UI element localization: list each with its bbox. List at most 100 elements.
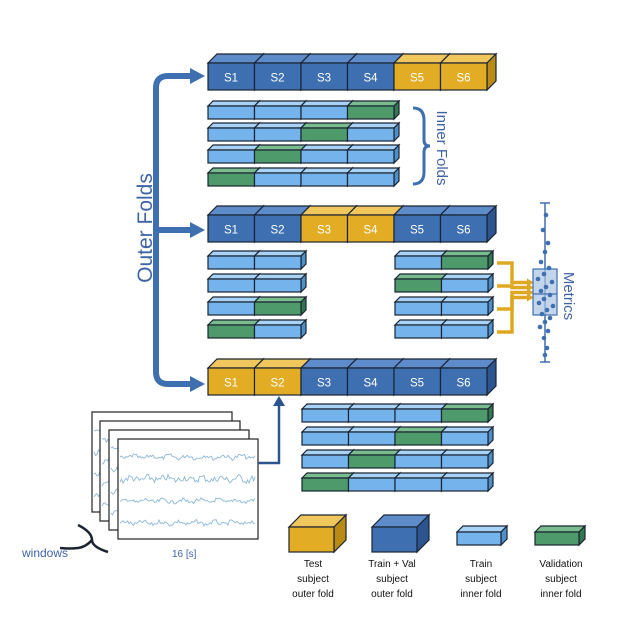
duration-label: 16 [s] bbox=[172, 549, 197, 560]
subject-label: S2 bbox=[270, 225, 284, 237]
inner-fold-group bbox=[300, 402, 495, 493]
arrow-head-icon bbox=[190, 222, 205, 238]
metric-point bbox=[538, 259, 544, 265]
subject-label: S6 bbox=[456, 225, 470, 237]
eeg-window bbox=[117, 438, 259, 540]
inner-fold-row bbox=[206, 249, 308, 271]
inner-fold-group bbox=[206, 249, 308, 340]
inner-fold-cell bbox=[253, 318, 308, 340]
legend-swatch bbox=[455, 524, 509, 547]
subject-label: S3 bbox=[317, 225, 331, 237]
inner-fold-row bbox=[206, 143, 401, 165]
inner-fold-cell bbox=[206, 249, 261, 271]
windows-brace-icon bbox=[59, 523, 109, 554]
outer-fold-cell: S6 bbox=[439, 357, 498, 397]
arrow-head-icon bbox=[190, 68, 205, 84]
arrow-head-icon bbox=[273, 396, 285, 406]
legend-label: Train + Val bbox=[368, 559, 416, 570]
connector-line bbox=[497, 295, 530, 334]
inner-fold-cell bbox=[253, 166, 308, 188]
legend-label: outer fold bbox=[292, 589, 334, 600]
outer-fold-cell: S6 bbox=[439, 204, 498, 244]
windows-to-subject-arrow bbox=[258, 404, 281, 465]
metric-point bbox=[542, 319, 548, 325]
inner-fold-cell bbox=[300, 448, 355, 470]
inner-fold-cell bbox=[440, 272, 495, 294]
inner-fold-cell bbox=[346, 121, 401, 143]
metric-point bbox=[545, 240, 551, 246]
subject-label: S4 bbox=[363, 225, 378, 237]
windows-label: windows bbox=[21, 546, 68, 560]
inner-fold-cell bbox=[206, 121, 261, 143]
inner-folds-label: Inner Folds bbox=[433, 110, 450, 185]
inner-fold-cell bbox=[253, 121, 308, 143]
inner-fold-row bbox=[206, 99, 401, 121]
inner-fold-cell bbox=[300, 402, 355, 424]
metric-point bbox=[537, 324, 543, 330]
subject-label: S2 bbox=[270, 73, 284, 85]
inner-fold-row bbox=[300, 425, 495, 447]
inner-fold-cell bbox=[440, 318, 495, 340]
subject-label: S1 bbox=[224, 378, 238, 390]
metric-point bbox=[544, 345, 550, 351]
inner-fold-row bbox=[206, 295, 308, 317]
metric-point bbox=[550, 303, 556, 309]
subject-label: S2 bbox=[270, 378, 284, 390]
outer-folds-arrows bbox=[153, 68, 431, 392]
subject-label: S4 bbox=[363, 73, 378, 85]
subject-label: S4 bbox=[363, 378, 378, 390]
eeg-trace bbox=[119, 496, 256, 505]
inner-fold-cell bbox=[206, 295, 261, 317]
inner-fold-cell bbox=[347, 402, 402, 424]
metric-point bbox=[547, 315, 553, 321]
inner-fold-row bbox=[300, 402, 495, 424]
inner-fold-row bbox=[300, 471, 495, 493]
connector-line bbox=[497, 261, 530, 285]
inner-fold-cell bbox=[440, 425, 495, 447]
inner-folds-brace-icon bbox=[412, 106, 431, 186]
inner-fold-cell bbox=[206, 99, 261, 121]
inner-fold-row bbox=[393, 318, 495, 340]
legend-label: subject bbox=[545, 574, 577, 585]
inner-fold-row bbox=[206, 121, 401, 143]
inner-fold-row bbox=[206, 272, 308, 294]
eeg-windows bbox=[59, 396, 285, 554]
legend-label: Validation bbox=[539, 559, 582, 570]
arrow-head-icon bbox=[190, 376, 205, 392]
metric-point bbox=[536, 300, 542, 306]
inner-fold-row bbox=[206, 166, 401, 188]
inner-fold-cell bbox=[206, 272, 261, 294]
legend-label: Train bbox=[470, 559, 492, 570]
legend-label: Test bbox=[304, 559, 323, 570]
inner-fold-cell bbox=[206, 143, 261, 165]
subject-label: S5 bbox=[410, 378, 424, 390]
subject-label: S6 bbox=[456, 73, 470, 85]
inner-fold-cell bbox=[393, 318, 448, 340]
legend-label: inner fold bbox=[540, 589, 581, 600]
inner-fold-cell bbox=[440, 249, 495, 271]
inner-fold-cell bbox=[393, 402, 448, 424]
metric-connectors bbox=[497, 261, 534, 334]
inner-fold-cell bbox=[206, 318, 261, 340]
inner-fold-row bbox=[206, 318, 308, 340]
subject-label: S5 bbox=[410, 225, 424, 237]
metric-point bbox=[547, 292, 553, 298]
legend-label: subject bbox=[376, 574, 408, 585]
inner-fold-row bbox=[393, 295, 495, 317]
inner-fold-cell bbox=[346, 99, 401, 121]
inner-fold-cell bbox=[253, 295, 308, 317]
inner-fold-cell bbox=[393, 295, 448, 317]
metric-point bbox=[546, 265, 552, 271]
metric-point bbox=[540, 227, 546, 233]
inner-fold-cell bbox=[253, 99, 308, 121]
inner-fold-cell bbox=[346, 143, 401, 165]
inner-fold-cell bbox=[346, 166, 401, 188]
